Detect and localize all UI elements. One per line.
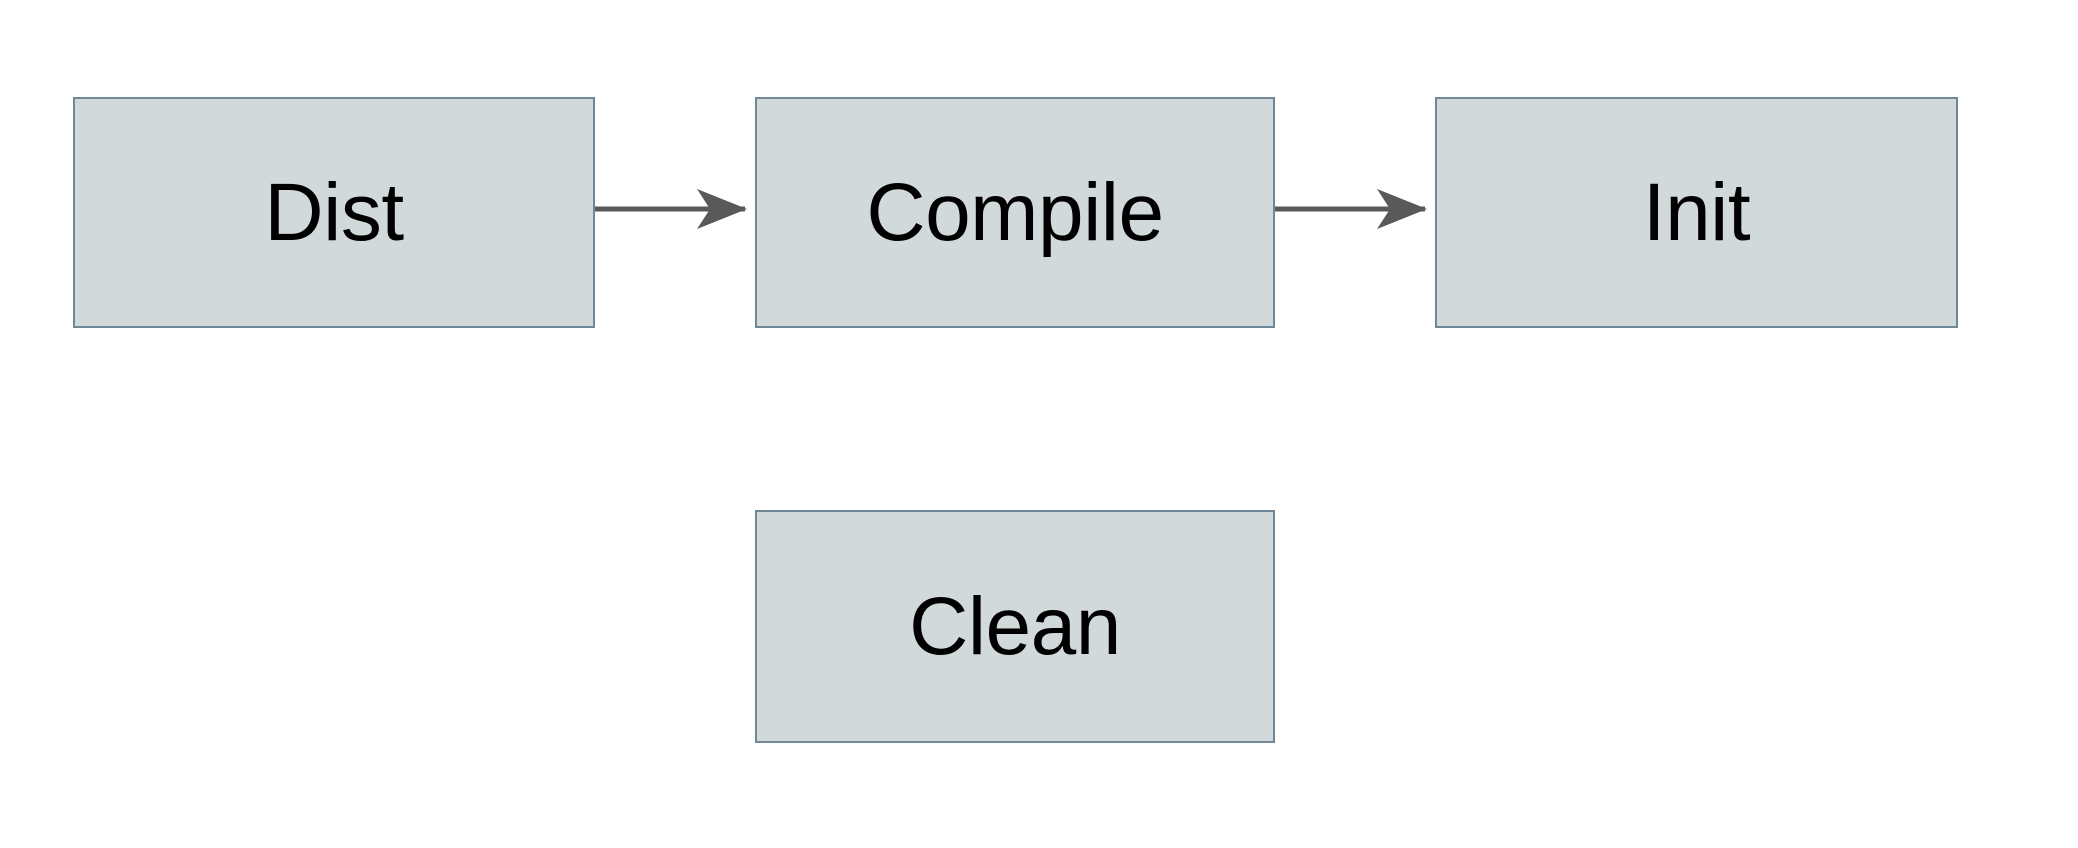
node-clean-label: Clean (909, 580, 1121, 672)
node-dist-label: Dist (264, 166, 404, 258)
node-dist[interactable]: Dist (73, 97, 595, 328)
node-compile[interactable]: Compile (755, 97, 1275, 328)
node-init[interactable]: Init (1435, 97, 1958, 328)
node-init-label: Init (1642, 166, 1751, 258)
node-compile-label: Compile (866, 166, 1164, 258)
node-clean[interactable]: Clean (755, 510, 1275, 743)
